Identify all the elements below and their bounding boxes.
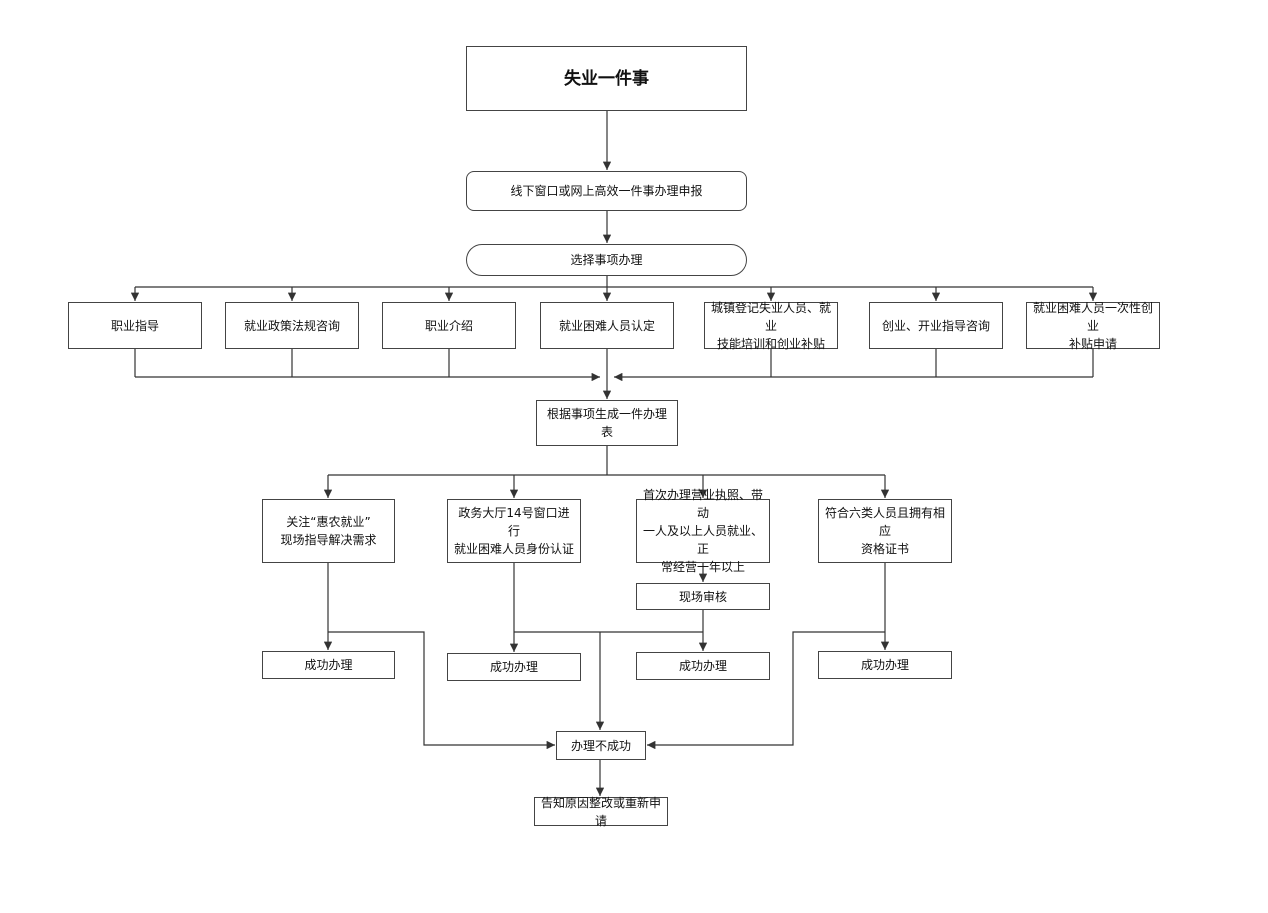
- select-box: 选择事项办理: [466, 244, 747, 276]
- item-box: 就业困难人员一次性创业 补贴申请: [1026, 301, 1160, 351]
- success-box: 成功办理: [262, 651, 395, 679]
- review-box: 现场审核: [636, 583, 770, 610]
- success-box: 成功办理: [636, 652, 770, 680]
- branch-box: 符合六类人员且拥有相应 资格证书: [818, 499, 952, 563]
- success-box: 成功办理: [447, 653, 581, 681]
- fail-box: 办理不成功: [556, 731, 646, 760]
- success-box: 成功办理: [818, 651, 952, 679]
- item-box: 就业困难人员认定: [540, 302, 674, 349]
- branch-box: 首次办理营业执照、带动 一人及以上人员就业、正 常经营一年以上: [636, 488, 770, 574]
- title-box: 失业一件事: [466, 46, 747, 111]
- generate-box: 根据事项生成一件办理表: [536, 400, 678, 446]
- item-box: 职业介绍: [382, 302, 516, 349]
- item-box: 创业、开业指导咨询: [869, 302, 1003, 349]
- apply-box: 线下窗口或网上高效一件事办理申报: [466, 171, 747, 211]
- final-box: 告知原因整改或重新申请: [534, 796, 668, 828]
- branch-box: 关注“惠农就业” 现场指导解决需求: [262, 499, 395, 563]
- item-box: 职业指导: [68, 302, 202, 349]
- item-box: 城镇登记失业人员、就业 技能培训和创业补贴: [704, 301, 838, 351]
- branch-box: 政务大厅14号窗口进行 就业困难人员身份认证: [447, 499, 581, 563]
- item-box: 就业政策法规咨询: [225, 302, 359, 349]
